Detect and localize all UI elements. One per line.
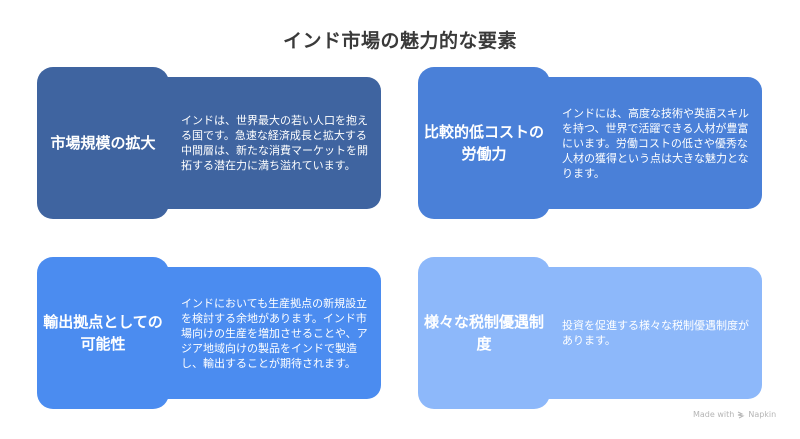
card-tab — [37, 67, 169, 219]
card-tab — [418, 67, 550, 219]
card-description: インドにおいても生産拠点の新規設立を検討する余地があります。インド市場向けの生産… — [181, 267, 371, 399]
card-heading: 比較的低コストの労働力 — [423, 123, 544, 163]
card-market-size: 市場規模の拡大 インドは、世界最大の若い人口を抱える国です。急速な経済成長と拡大… — [37, 67, 381, 219]
card-tab — [37, 257, 169, 409]
card-panel — [137, 77, 381, 209]
made-with-label: Made with — [693, 410, 735, 419]
card-export-hub: 輸出拠点としての可能性 インドにおいても生産拠点の新規設立を検討する余地がありま… — [37, 257, 381, 409]
card-panel — [137, 267, 381, 399]
card-low-cost-labor: 比較的低コストの労働力 インドには、高度な技術や英語スキルを持つ、世界で活躍でき… — [418, 67, 762, 219]
card-heading: 様々な税制優遇制度 — [423, 313, 544, 353]
card-description-text: インドには、高度な技術や英語スキルを持つ、世界で活躍できる人材が豊富にいます。労… — [562, 106, 749, 180]
card-tax-incentives: 様々な税制優遇制度 投資を促進する様々な税制優遇制度があります。 — [418, 257, 762, 409]
diagram-title: インド市場の魅力的な要素 — [282, 30, 517, 52]
made-with-napkin-badge[interactable]: Made with Napkin — [693, 410, 776, 419]
card-description: インドは、世界最大の若い人口を抱える国です。急速な経済成長と拡大する中間層は、新… — [181, 77, 371, 209]
card-description: 投資を促進する様々な税制優遇制度があります。 — [562, 267, 752, 399]
card-description-text: インドにおいても生産拠点の新規設立を検討する余地があります。インド市場向けの生産… — [181, 296, 368, 370]
napkin-logo-icon — [737, 411, 745, 419]
card-heading: 市場規模の拡大 — [50, 134, 156, 152]
card-description-text: 投資を促進する様々な税制優遇制度があります。 — [562, 319, 749, 347]
napkin-brand-label: Napkin — [748, 410, 777, 419]
card-tab — [418, 257, 550, 409]
card-description: インドには、高度な技術や英語スキルを持つ、世界で活躍できる人材が豊富にいます。労… — [562, 77, 752, 209]
card-panel — [518, 77, 762, 209]
card-heading: 輸出拠点としての可能性 — [43, 313, 163, 353]
card-description-text: インドは、世界最大の若い人口を抱える国です。急速な経済成長と拡大する中間層は、新… — [181, 114, 368, 172]
card-panel — [518, 267, 762, 399]
